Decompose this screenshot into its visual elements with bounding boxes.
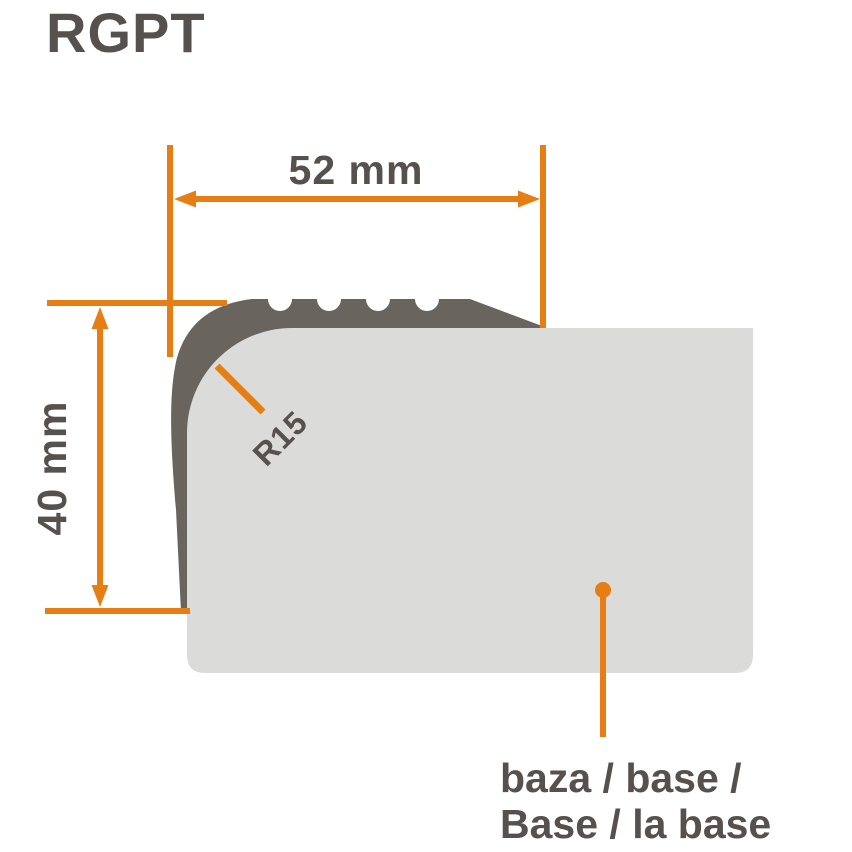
extension-tick-top <box>47 300 227 306</box>
dimension-width: 52 mm <box>167 145 546 357</box>
dimension-line-horizontal <box>192 196 522 202</box>
base-shape <box>187 328 753 673</box>
radius-leader-line <box>214 363 266 415</box>
page-title: RGPT <box>46 1 206 64</box>
height-dimension-label: 40 mm <box>29 401 75 536</box>
base-callout-line1: baza / base / <box>500 755 742 801</box>
width-dimension-label: 52 mm <box>289 147 424 193</box>
arrowhead-up-icon <box>91 307 109 329</box>
extension-line-right <box>540 145 546 328</box>
arrowhead-right-icon <box>518 190 540 208</box>
callout-leader-line <box>600 590 606 737</box>
extension-line-left <box>167 145 173 357</box>
base-callout-line2: Base / la base <box>500 801 771 847</box>
base-path <box>187 328 753 673</box>
dimension-height: 40 mm <box>29 300 227 614</box>
dimension-line-vertical <box>97 326 103 588</box>
extension-tick-bottom <box>45 608 190 614</box>
arrowhead-left-icon <box>174 190 196 208</box>
base-callout: baza / base / Base / la base <box>500 582 771 847</box>
arrowhead-down-icon <box>91 585 109 607</box>
